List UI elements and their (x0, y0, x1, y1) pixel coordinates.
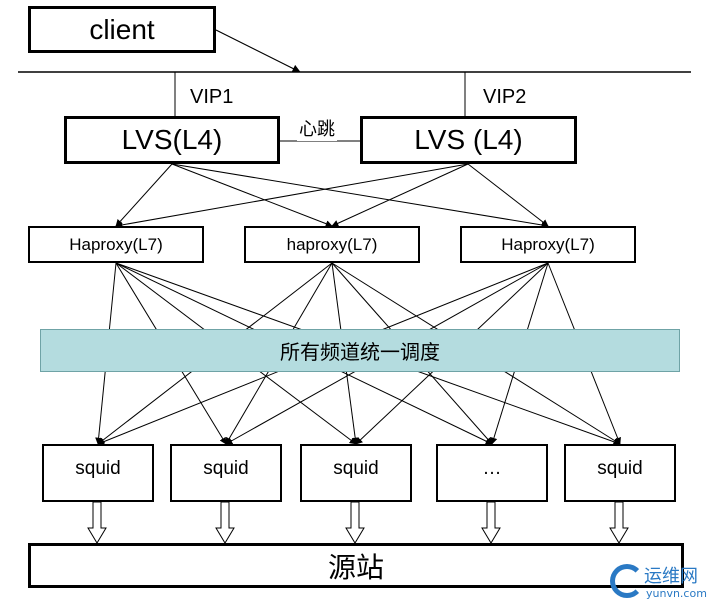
squid-node-5: squid (564, 444, 676, 502)
squid-node-ellipsis: … (436, 444, 548, 502)
lvs-node-1: LVS(L4) (64, 116, 280, 164)
logo-ring-icon (610, 564, 644, 598)
squid-label-3: squid (333, 458, 379, 479)
haproxy-node-3: Haproxy(L7) (460, 226, 636, 263)
watermark-domain: yunvn.com (646, 587, 707, 600)
watermark-logo: 运维网 yunvn.com (608, 560, 712, 606)
squid-label-1: squid (75, 458, 121, 479)
squid-node-3: squid (300, 444, 412, 502)
lvs-node-2: LVS (L4) (360, 116, 577, 164)
unified-scheduler-band: 所有频道统一调度 (40, 329, 680, 372)
squid-label-2: squid (203, 458, 249, 479)
squid-node-2: squid (170, 444, 282, 502)
squid-node-1: squid (42, 444, 154, 502)
vip1-label: VIP1 (190, 86, 234, 108)
origin-server-node: 源站 (28, 543, 684, 588)
haproxy-node-1: Haproxy(L7) (28, 226, 204, 263)
client-node: client (28, 6, 216, 53)
client-to-network-arrow (215, 29, 301, 73)
watermark-name: 运维网 (644, 566, 698, 587)
heartbeat-label: 心跳 (297, 115, 337, 141)
squid-to-origin-arrows (87, 501, 629, 544)
haproxy-node-2: haproxy(L7) (244, 226, 420, 263)
squid-label-5: squid (597, 458, 643, 479)
squid-label-4: … (482, 458, 502, 479)
lvs-to-haproxy-arrows (115, 163, 549, 229)
vip2-label: VIP2 (483, 86, 527, 108)
